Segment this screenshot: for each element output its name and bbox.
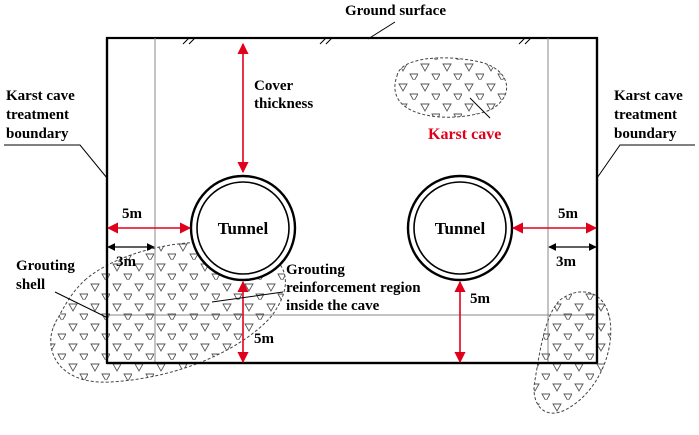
- boundary-left-label: Karst cave treatment boundary: [6, 88, 78, 142]
- karst-cave-label: Karst cave: [428, 126, 501, 143]
- dim-3m-right: 3m: [556, 254, 577, 270]
- tunnel-right: Tunnel: [406, 174, 514, 282]
- tunnel-left: Tunnel: [189, 174, 297, 282]
- tunnel-right-label: Tunnel: [435, 219, 486, 238]
- dim-5m-below-right: 5m: [470, 291, 491, 307]
- dim-5m-right: 5m: [558, 206, 579, 222]
- tunnel-left-label: Tunnel: [218, 219, 269, 238]
- grouting-shell-right: [533, 291, 612, 414]
- dim-5m-below-left: 5m: [254, 331, 275, 347]
- boundary-right-label: Karst cave treatment boundary: [614, 88, 686, 142]
- ground-hatch-marks: [182, 37, 532, 45]
- grouting-region-label: Grouting reinforcement region inside the…: [286, 262, 424, 314]
- grouting-region-leader: [211, 291, 284, 303]
- grouting-shell-leader: [54, 291, 109, 319]
- dim-5m-left: 5m: [122, 206, 143, 222]
- dim-3m-left: 3m: [116, 254, 137, 270]
- boundary-right-leader: [596, 144, 695, 179]
- grouting-shell-label: Grouting shell: [16, 258, 79, 293]
- ground-surface-label: Ground surface: [345, 3, 446, 19]
- karst-cave-leader: [469, 97, 491, 119]
- boundary-left-leader: [4, 144, 108, 179]
- ground-surface-leader: [367, 21, 396, 40]
- karst-cave-shape: [394, 57, 507, 118]
- cover-thickness-label: Cover thickness: [254, 78, 313, 112]
